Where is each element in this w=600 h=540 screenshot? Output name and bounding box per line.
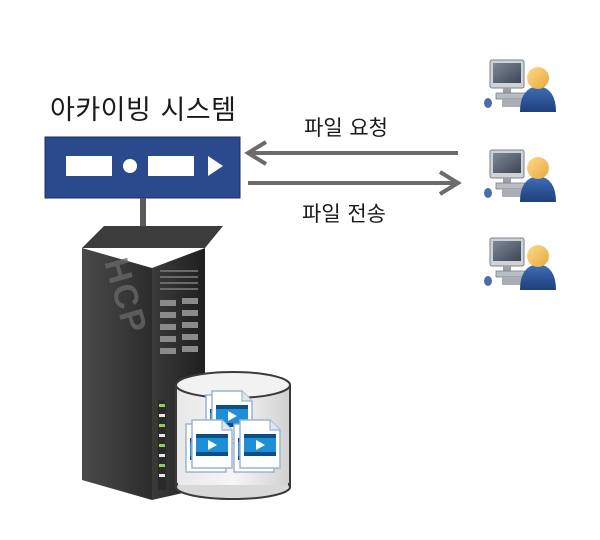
user-workstation-icon: [483, 237, 557, 291]
file-request-label: 파일 요청: [304, 116, 388, 140]
hcp-server-rack: HCP: [82, 226, 223, 500]
video-file-icon: [233, 419, 281, 473]
request-arrow: [244, 140, 458, 166]
play-icon: [208, 156, 223, 176]
media-storage-icon: [175, 371, 291, 500]
user-workstation-icon: [483, 59, 557, 113]
archive-system-title: 아카이빙 시스템: [50, 95, 237, 126]
transfer-arrow: [248, 170, 462, 196]
archive-appliance: [44, 136, 241, 199]
user-workstation-icon: [483, 149, 557, 203]
appliance-slot-left: [66, 156, 112, 176]
file-transfer-label: 파일 전송: [302, 202, 386, 226]
appliance-slot-right: [148, 156, 194, 176]
appliance-indicator: [123, 159, 137, 173]
video-file-icon: [185, 419, 233, 473]
